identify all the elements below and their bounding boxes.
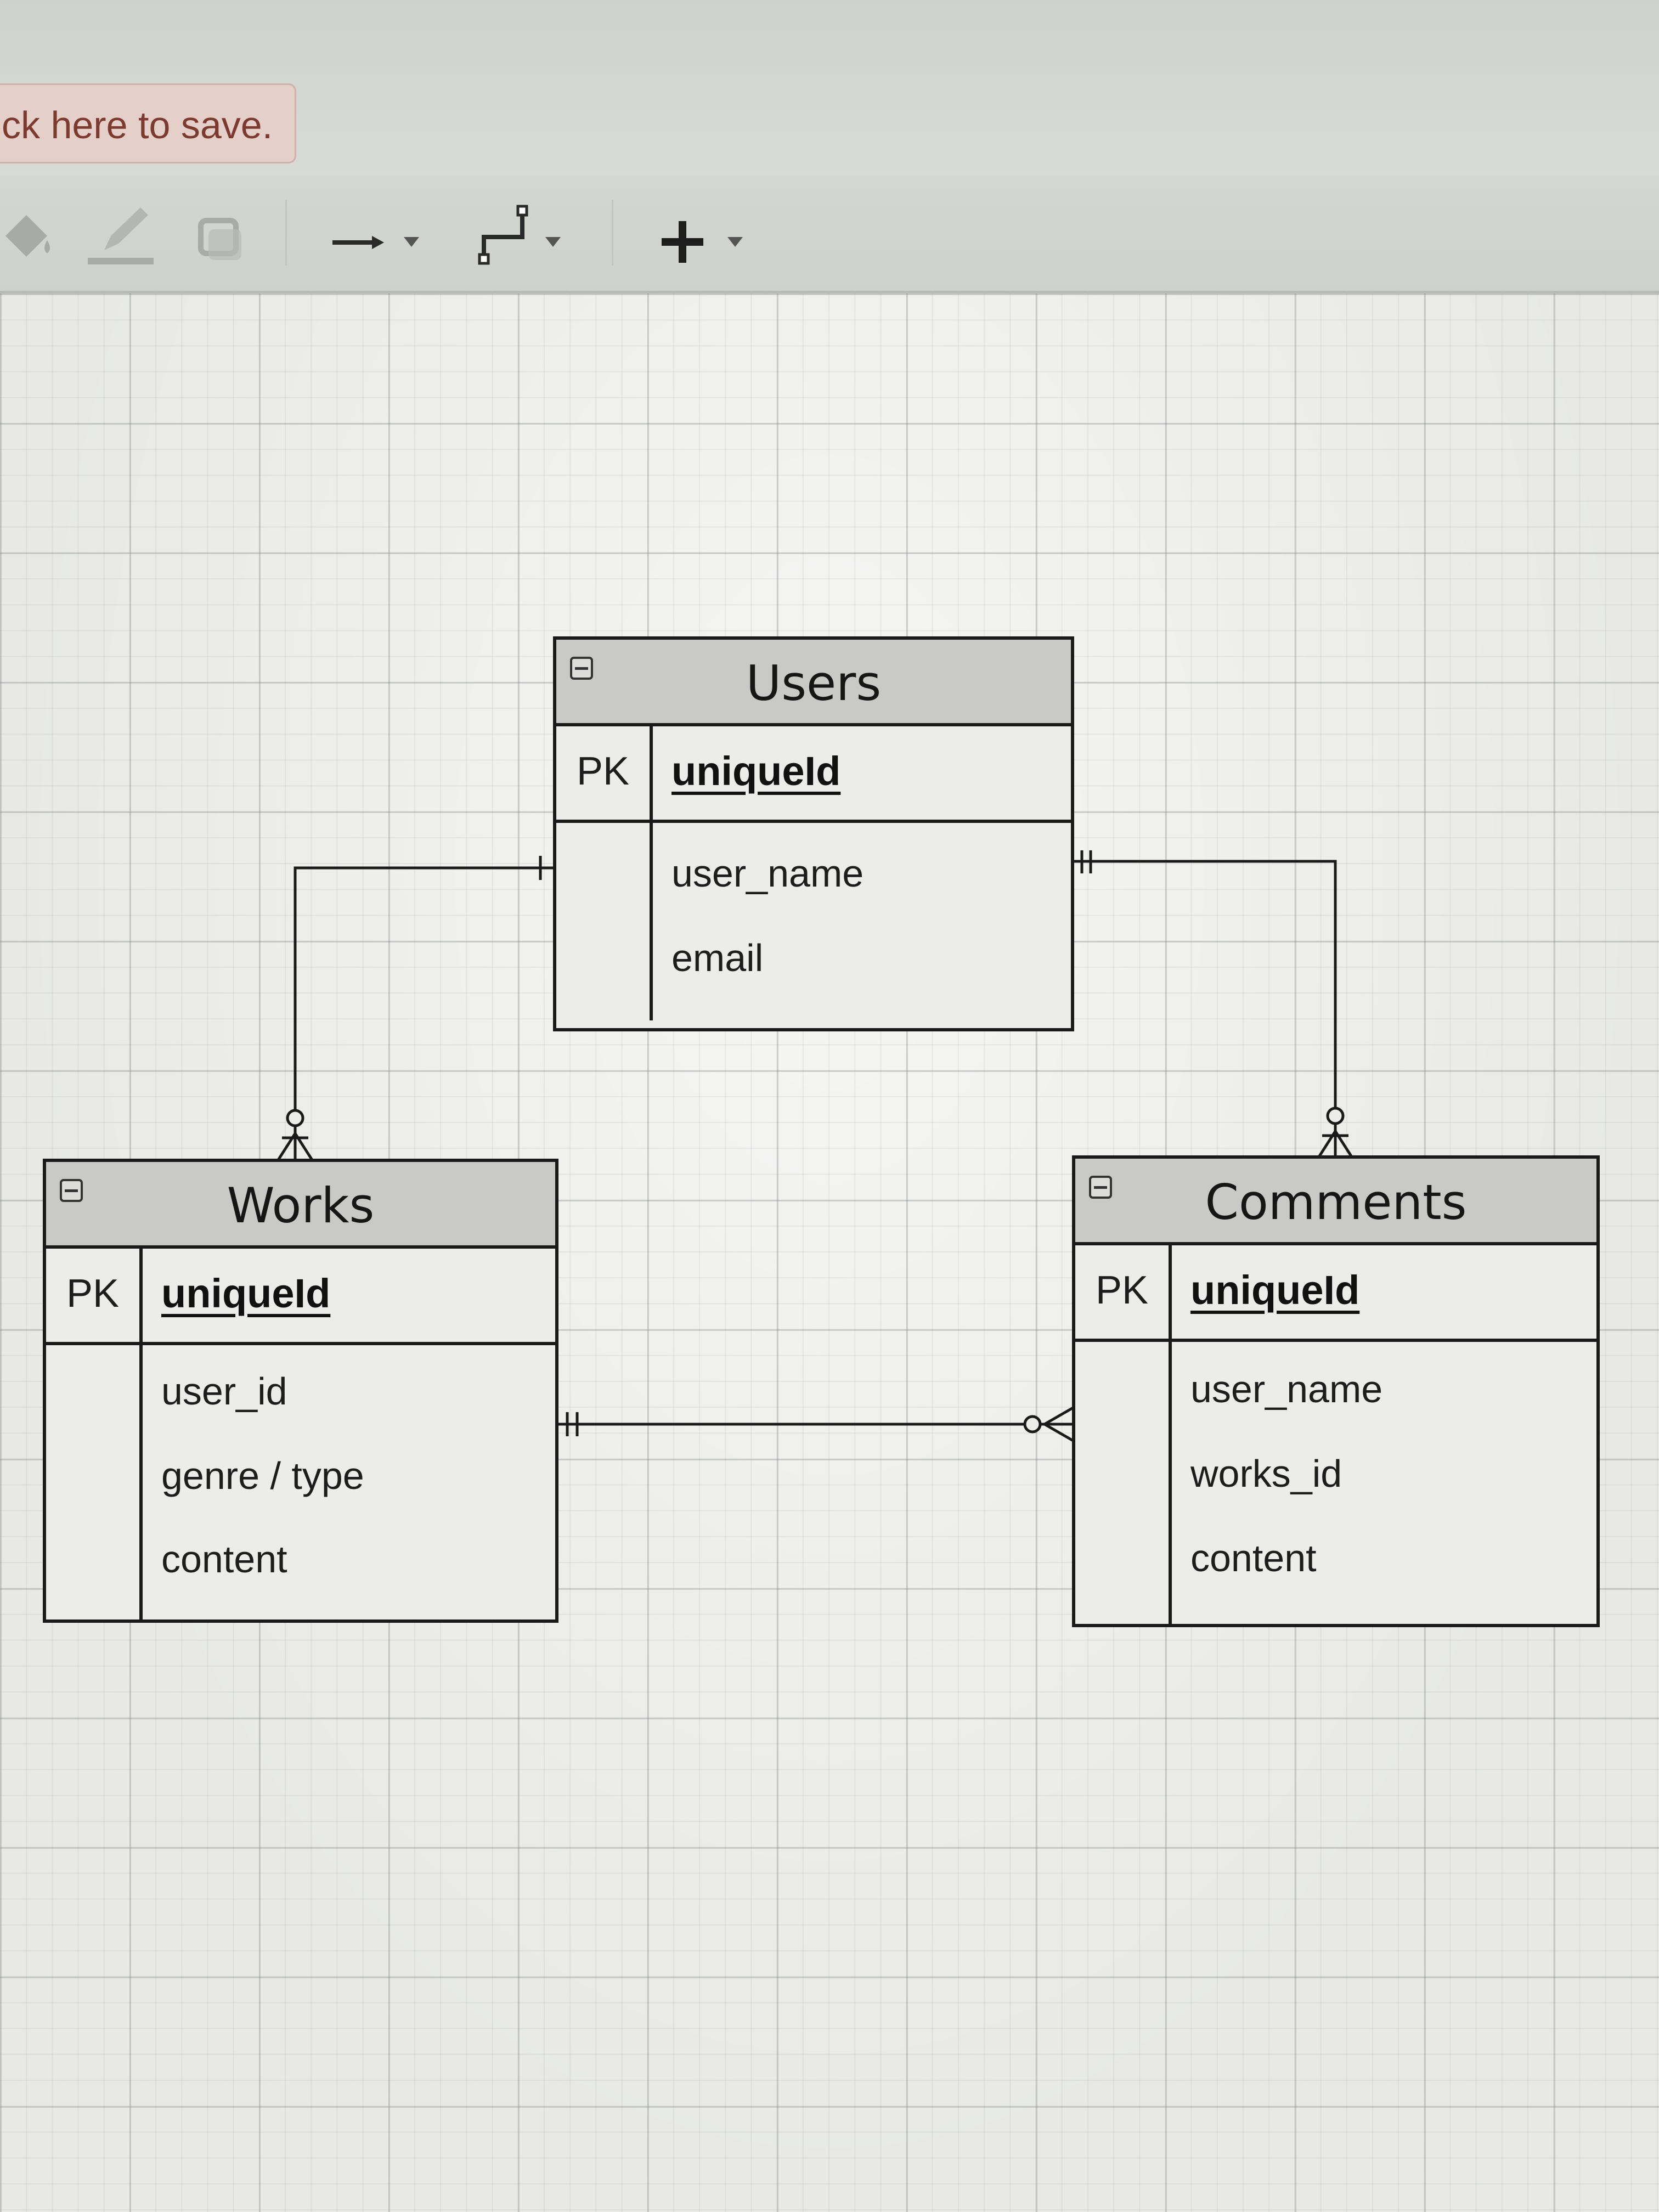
- pk-label: PK: [66, 1272, 120, 1316]
- entity-header[interactable]: Works: [46, 1162, 555, 1249]
- column-divider: [139, 1245, 143, 1620]
- line-color-button[interactable]: [82, 198, 159, 269]
- field-row[interactable]: user_name: [1190, 1368, 1383, 1410]
- entity-title: Comments: [1205, 1174, 1467, 1231]
- pk-field: uniqueId: [672, 748, 841, 794]
- connection-style-button[interactable]: [324, 198, 433, 269]
- entity-comments[interactable]: Comments PK uniqueId user_name works_id …: [1072, 1155, 1600, 1627]
- connection-arrow-icon: [332, 236, 419, 249]
- column-divider: [650, 723, 653, 1020]
- entity-header[interactable]: Users: [556, 640, 1071, 726]
- primary-key-row[interactable]: PK uniqueId: [46, 1245, 555, 1345]
- entity-title: Users: [746, 655, 882, 712]
- fill-color-icon: [5, 215, 50, 257]
- shadow-icon: [198, 218, 241, 260]
- collapse-icon[interactable]: [569, 656, 594, 680]
- field-row[interactable]: genre / type: [161, 1454, 364, 1497]
- field-row[interactable]: content: [161, 1538, 287, 1581]
- field-row[interactable]: user_id: [161, 1370, 287, 1413]
- top-bar: ck here to save.: [0, 0, 1659, 176]
- entity-works[interactable]: Works PK uniqueId user_id genre / type c…: [43, 1159, 558, 1623]
- pk-label: PK: [1095, 1268, 1149, 1312]
- pk-field: uniqueId: [161, 1271, 331, 1316]
- field-row[interactable]: user_name: [672, 852, 864, 895]
- column-divider: [1169, 1242, 1172, 1624]
- toolbar-separator: [612, 200, 613, 266]
- field-row[interactable]: content: [1190, 1537, 1317, 1579]
- insert-button[interactable]: [653, 198, 763, 269]
- insert-plus-icon: [662, 221, 743, 263]
- shadow-button[interactable]: [187, 198, 252, 269]
- waypoint-icon: [478, 205, 561, 265]
- toolbar: [0, 176, 1659, 294]
- pk-field: uniqueId: [1190, 1267, 1360, 1313]
- fill-color-button[interactable]: [0, 198, 60, 269]
- entity-users[interactable]: Users PK uniqueId user_name email: [553, 636, 1074, 1031]
- collapse-icon[interactable]: [59, 1178, 83, 1203]
- entity-title: Works: [227, 1177, 375, 1234]
- line-color-icon: [88, 207, 154, 264]
- primary-key-row[interactable]: PK uniqueId: [556, 723, 1071, 823]
- field-row[interactable]: works_id: [1190, 1452, 1342, 1495]
- pk-label: PK: [576, 749, 630, 793]
- entity-header[interactable]: Comments: [1075, 1159, 1596, 1245]
- toolbar-separator: [285, 200, 287, 266]
- save-banner-text: ck here to save.: [2, 104, 273, 146]
- field-row[interactable]: email: [672, 936, 764, 979]
- save-banner[interactable]: ck here to save.: [0, 83, 296, 163]
- waypoint-style-button[interactable]: [472, 198, 582, 269]
- primary-key-row[interactable]: PK uniqueId: [1075, 1242, 1596, 1342]
- collapse-icon[interactable]: [1088, 1175, 1113, 1199]
